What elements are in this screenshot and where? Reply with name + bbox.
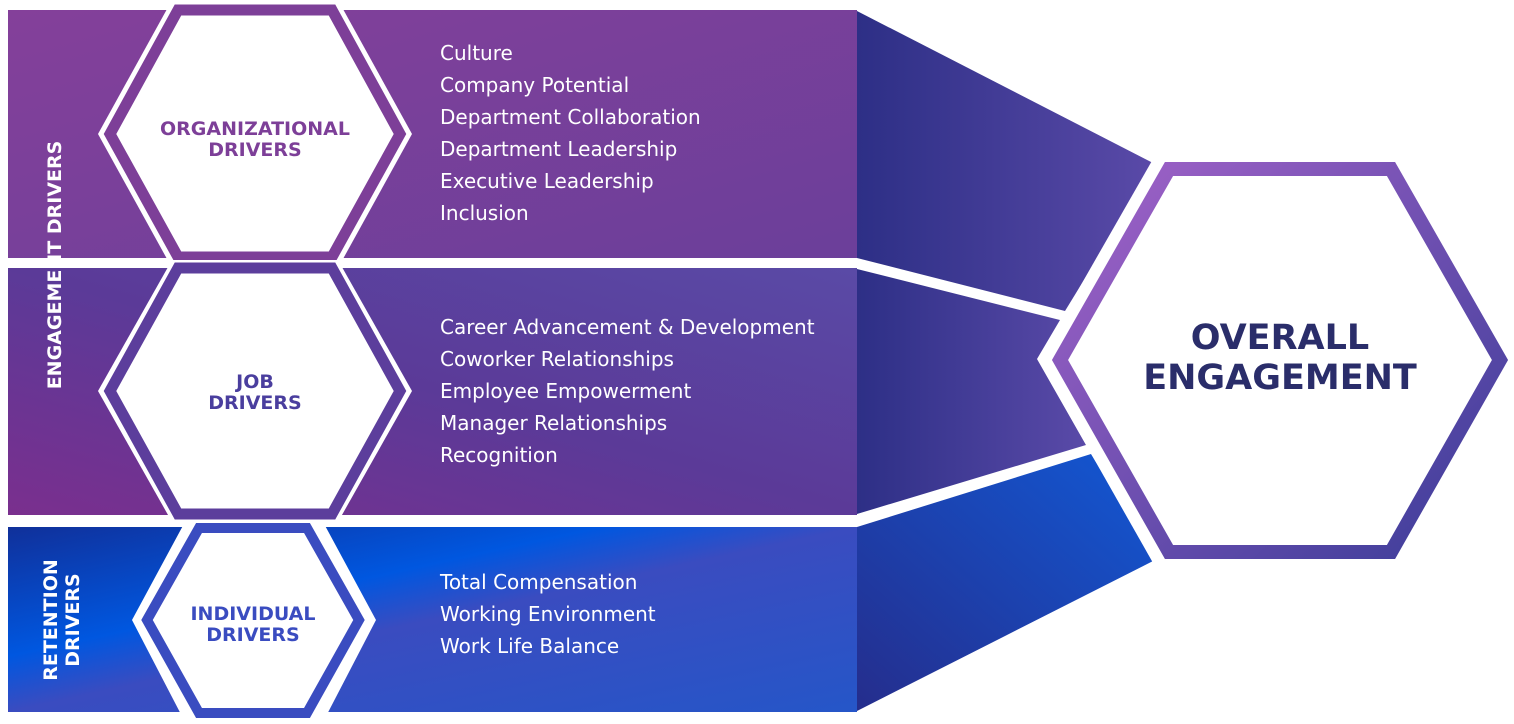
job-funnel bbox=[857, 269, 1086, 514]
list-item: Work Life Balance bbox=[440, 634, 620, 658]
list-item: Inclusion bbox=[440, 201, 529, 225]
list-item: Department Leadership bbox=[440, 137, 678, 161]
job-drivers-list: Career Advancement & Development Coworke… bbox=[440, 311, 815, 471]
retention-label-line: RETENTION bbox=[40, 559, 62, 681]
organizational-drivers-list: Culture Company Potential Department Col… bbox=[440, 37, 701, 229]
individual-hexagon bbox=[141, 523, 365, 718]
list-item: Company Potential bbox=[440, 73, 630, 97]
retention-label-line: DRIVERS bbox=[62, 573, 84, 667]
list-item: Manager Relationships bbox=[440, 411, 668, 435]
engagement-drivers-label: ENGAGEMENT DRIVERS bbox=[44, 140, 66, 390]
list-item: Working Environment bbox=[440, 602, 656, 626]
list-item: Department Collaboration bbox=[440, 105, 701, 129]
organizational-funnel bbox=[857, 11, 1155, 311]
retention-drivers-label: RETENTION DRIVERS bbox=[40, 550, 84, 690]
overall-engagement-hexagon bbox=[1051, 162, 1509, 559]
list-item: Executive Leadership bbox=[440, 169, 654, 193]
organizational-hexagon bbox=[103, 4, 407, 263]
job-hexagon bbox=[103, 262, 407, 520]
list-item: Recognition bbox=[440, 443, 558, 467]
list-item: Employee Empowerment bbox=[440, 379, 692, 403]
individual-funnel bbox=[857, 454, 1155, 711]
list-item: Coworker Relationships bbox=[440, 347, 674, 371]
list-item: Career Advancement & Development bbox=[440, 315, 815, 339]
list-item: Culture bbox=[440, 41, 513, 65]
list-item: Total Compensation bbox=[440, 570, 638, 594]
individual-drivers-list: Total Compensation Working Environment W… bbox=[440, 566, 656, 662]
